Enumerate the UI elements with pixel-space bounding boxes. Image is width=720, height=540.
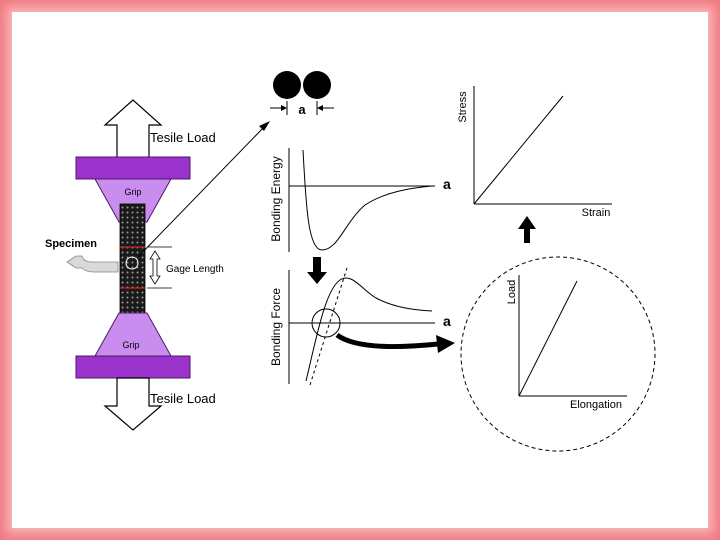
force-tangent-line (309, 267, 348, 386)
top-grip-plate (75, 156, 191, 180)
load-to-stress-arrow (518, 216, 536, 243)
top-grip-wedge (94, 178, 172, 223)
bottom-load-label: Tesile Load (150, 391, 216, 406)
spacing-arrowhead-right (317, 105, 323, 111)
top-load-arrow (103, 99, 163, 159)
load-zoom-circle (460, 256, 656, 452)
atom-spacing-label: a (298, 102, 306, 117)
zoom-arrowhead (259, 121, 270, 131)
atom-right (303, 71, 331, 99)
zoom-line (136, 124, 267, 259)
gage-length-label: Gage Length (166, 264, 224, 275)
energy-xlabel: a (443, 176, 451, 192)
top-load-label: Tesile Load (150, 130, 216, 145)
stress-ylabel: Stress (457, 91, 469, 123)
specimen-pointer-arrow (66, 255, 119, 273)
force-to-load-arrow (335, 332, 439, 350)
force-ylabel: Bonding Force (269, 288, 283, 366)
load-xlabel: Elongation (570, 399, 622, 411)
bottom-grip-plate (75, 355, 191, 379)
spacing-arrowhead-left (281, 105, 287, 111)
force-curve (305, 277, 433, 382)
specimen-label: Specimen (45, 238, 97, 250)
force-xlabel: a (443, 313, 451, 329)
force-to-load-arrowhead (436, 335, 455, 353)
microstructure-zoom-circle (125, 256, 139, 270)
stress-curve (473, 95, 564, 205)
energy-ylabel: Bonding Energy (269, 156, 283, 241)
energy-curve (302, 149, 433, 251)
bottom-load-arrow (103, 377, 163, 431)
load-curve (518, 280, 578, 397)
linear-region-circle (311, 308, 341, 338)
gage-length-arrow (149, 250, 161, 285)
stress-xlabel: Strain (582, 207, 611, 219)
energy-to-force-arrow (307, 257, 327, 284)
bottom-grip-label: Grip (122, 340, 139, 350)
top-grip-label: Grip (124, 187, 141, 197)
specimen (119, 203, 146, 333)
load-ylabel: Load (506, 280, 518, 304)
atom-left (273, 71, 301, 99)
